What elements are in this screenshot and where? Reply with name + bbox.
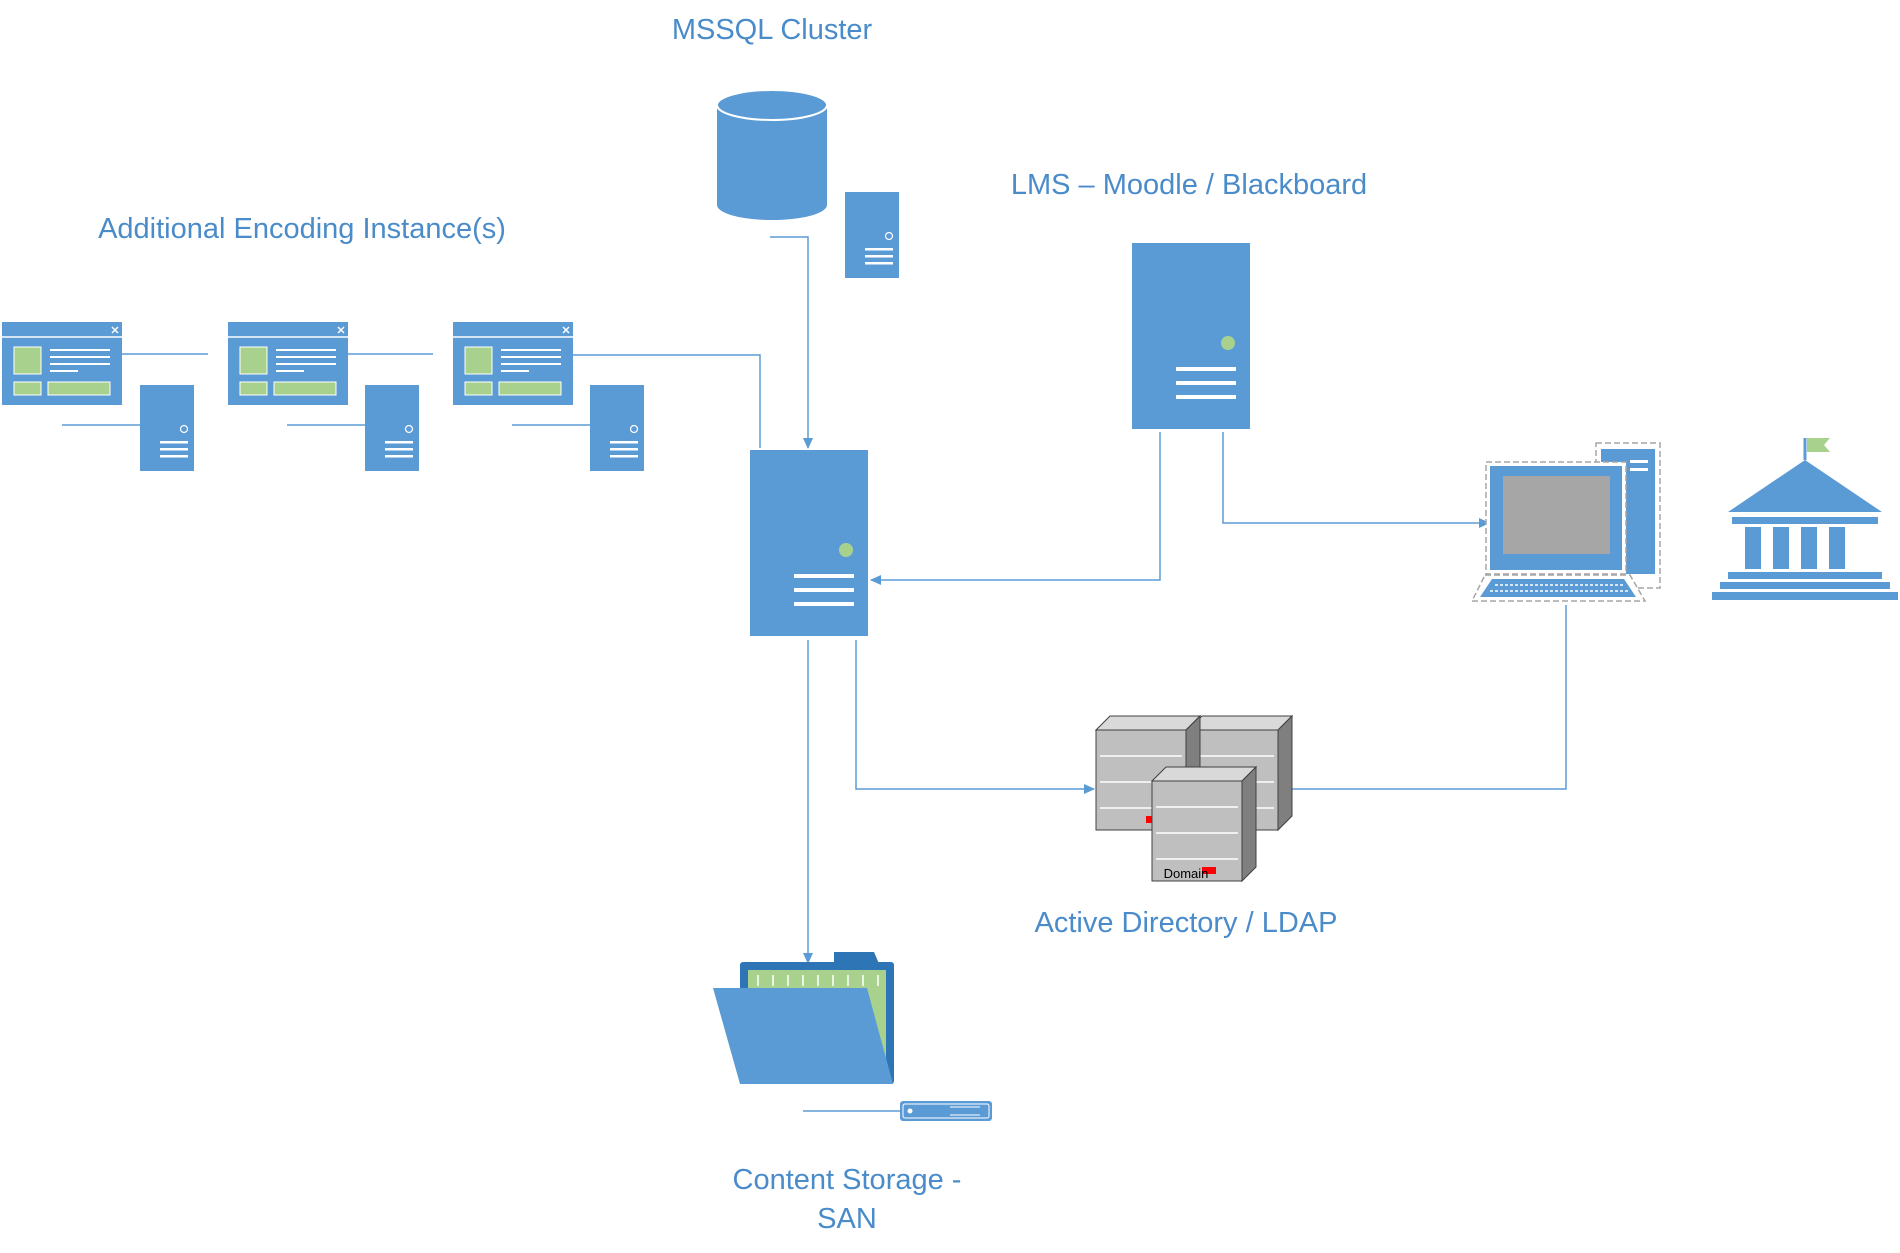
central-server-icon	[750, 450, 868, 636]
server-icon	[139, 384, 195, 472]
connector-workstation-to-ad	[1281, 605, 1567, 794]
connector-mssql-to-server	[770, 236, 813, 449]
storage-device-icon	[900, 1101, 992, 1121]
domain-caption: Domain	[1164, 866, 1209, 881]
server-icon	[589, 384, 645, 472]
server-cluster-icon: Domain	[1095, 715, 1293, 882]
connector-lms-to-server	[870, 432, 1161, 585]
app-window-icon	[1, 321, 123, 406]
desktop-computer-icon	[1470, 442, 1661, 602]
connector-lms-to-workstation	[1222, 432, 1490, 528]
database-icon	[716, 89, 828, 220]
san-label: SAN	[817, 1203, 877, 1235]
institution-building-icon	[1712, 438, 1898, 600]
open-folder-icon	[713, 952, 894, 1084]
lms-server-icon	[1132, 243, 1250, 429]
mssql-cluster-label: MSSQL Cluster	[672, 14, 873, 46]
lms-label: LMS – Moodle / Blackboard	[1011, 169, 1367, 201]
connectors	[62, 236, 1567, 1112]
connector-window-3-to-server	[573, 354, 761, 448]
encoding-instances-label: Additional Encoding Instance(s)	[98, 213, 506, 245]
content-storage-label: Content Storage -	[733, 1164, 962, 1196]
app-window-icon	[452, 321, 574, 406]
connector-server-to-ad	[855, 640, 1095, 794]
server-icon	[364, 384, 420, 472]
server-icon	[844, 191, 900, 279]
app-window-icon	[227, 321, 349, 406]
active-directory-label: Active Directory / LDAP	[1035, 907, 1338, 939]
